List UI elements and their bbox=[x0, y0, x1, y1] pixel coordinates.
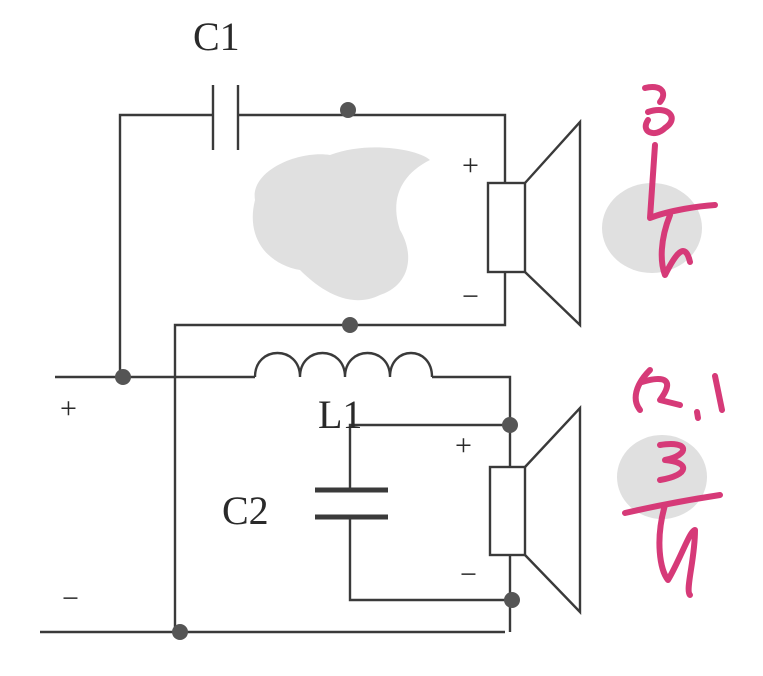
junction-node bbox=[342, 317, 358, 333]
l1-label: L1 bbox=[318, 392, 362, 437]
tweeter-minus-label: − bbox=[462, 280, 479, 313]
wire-c1-left bbox=[118, 113, 213, 377]
wire-c1-right bbox=[238, 113, 507, 183]
woofer-speaker-icon bbox=[488, 404, 582, 615]
junction-nodes bbox=[115, 102, 520, 640]
redaction-blob-tweeter bbox=[602, 183, 702, 273]
junction-node bbox=[504, 592, 520, 608]
inductor-l1 bbox=[253, 351, 434, 378]
tweeter-speaker-icon bbox=[486, 118, 582, 328]
capacitor-c2 bbox=[315, 487, 388, 520]
input-plus-label: + bbox=[60, 392, 77, 425]
wire-woofer-plus-branch bbox=[348, 423, 510, 490]
junction-node bbox=[340, 102, 356, 118]
redaction-blob-center bbox=[252, 147, 430, 301]
input-minus-label: − bbox=[62, 582, 79, 615]
woofer-plus-label: + bbox=[455, 429, 472, 462]
c2-label: C2 bbox=[222, 488, 269, 533]
wires bbox=[40, 113, 512, 634]
woofer-minus-label: − bbox=[460, 558, 477, 591]
tweeter-plus-label: + bbox=[462, 149, 479, 182]
junction-node bbox=[115, 369, 131, 385]
handwritten-bass-annotation bbox=[622, 367, 725, 598]
handwritten-treble-annotation bbox=[642, 84, 718, 278]
wire-c2-bottom bbox=[348, 517, 512, 602]
wire-tweeter-minus bbox=[173, 272, 507, 632]
junction-node bbox=[502, 417, 518, 433]
capacitor-c1 bbox=[211, 85, 240, 150]
redaction-blobs bbox=[252, 147, 707, 519]
junction-node bbox=[172, 624, 188, 640]
c1-label: C1 bbox=[193, 14, 240, 59]
wire-l1-out bbox=[432, 375, 512, 467]
